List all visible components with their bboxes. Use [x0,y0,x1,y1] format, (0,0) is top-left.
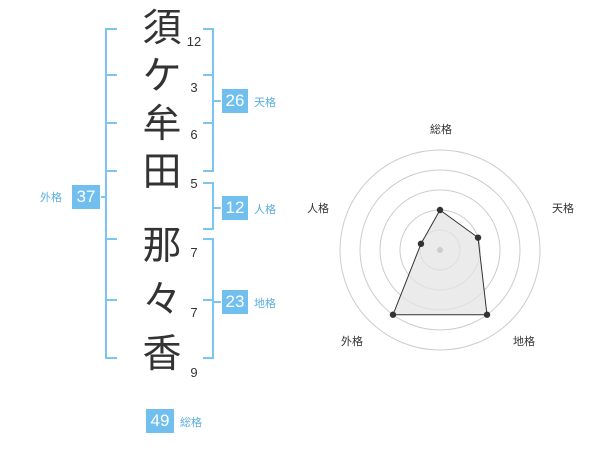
name-char-3: 牟 [142,102,182,147]
stroke-count-2: 3 [190,80,198,95]
soukaku-label: 総格 [180,416,202,429]
bracket-jinkaku [203,182,221,230]
gaikaku-value-badge: 37 [72,185,100,209]
name-char-5: 那 [142,224,182,269]
radar-ring-4 [359,169,521,331]
stroke-count-7: 9 [190,365,198,380]
radar-point-2 [474,234,482,241]
bracket-gaikaku [101,28,117,359]
radar-data-polygon [392,209,488,316]
bracket-chikaku [203,238,221,359]
jinkaku-label: 人格 [254,203,276,216]
stroke-count-6: 7 [190,305,198,320]
stroke-count-3: 6 [190,127,198,142]
gaikaku-label: 外格 [40,191,62,204]
radar-axis-label-chikaku: 地格 [513,335,535,348]
tenkaku-label: 天格 [254,96,276,109]
radar-point-3 [483,311,491,318]
radar-center-dot [437,247,443,253]
radar-axis-label-soukaku: 総格 [430,123,452,136]
stroke-count-1: 12 [186,34,202,49]
stroke-count-4: 5 [190,176,198,191]
radar-point-1 [436,206,444,214]
name-char-4: 田 [142,150,182,195]
name-char-7: 香 [142,332,182,377]
name-char-2: ケ [142,54,182,99]
name-char-1: 須 [142,6,182,51]
jinkaku-value-badge: 12 [222,196,248,220]
radar-axis-label-tenkaku: 天格 [552,202,574,215]
name-char-6: 々 [142,278,182,323]
radar-axis-label-gaikaku: 外格 [341,335,363,348]
stroke-count-5: 7 [190,245,198,260]
bracket-tenkaku [203,28,221,172]
tenkaku-value-badge: 26 [222,89,248,113]
chikaku-value-badge: 23 [222,290,248,314]
soukaku-value-badge: 49 [146,409,174,433]
chikaku-label: 地格 [254,297,276,310]
radar-point-4 [389,311,397,318]
radar-point-5 [417,240,425,248]
radar-axis-label-jinkaku: 人格 [307,202,329,215]
